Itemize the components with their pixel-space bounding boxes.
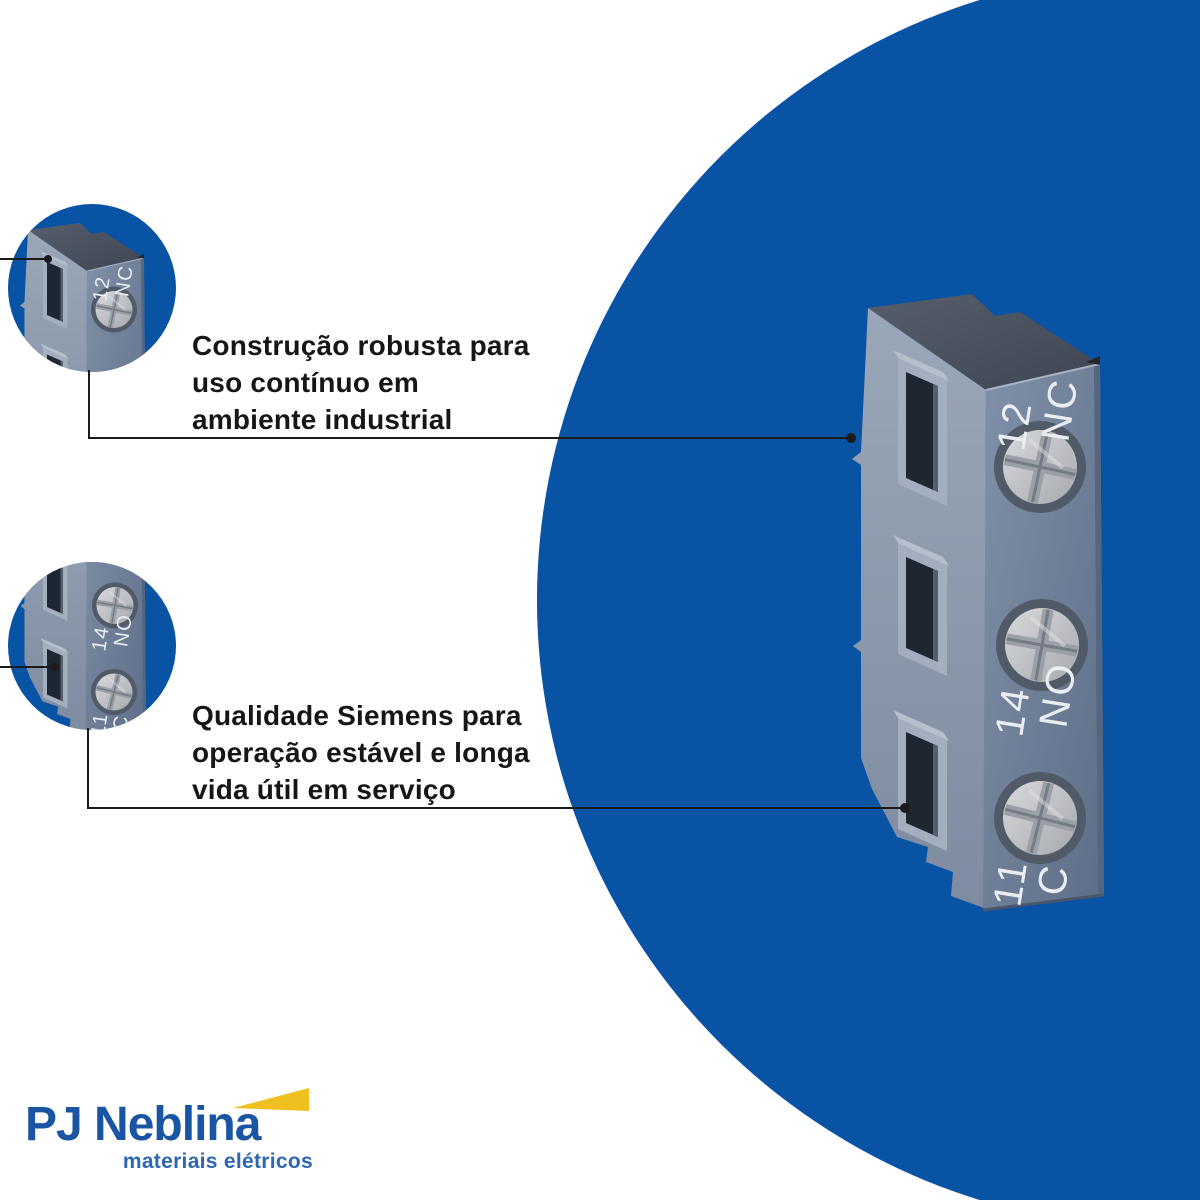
connector-dot-1 [846,433,856,443]
callout-zoom-1 [19,222,147,372]
logo: PJ Neblina materiais elétricos [25,1084,317,1188]
logo-tagline: materiais elétricos [122,1150,313,1173]
connector-line-2 [87,728,901,809]
logo-wordmark: PJ Neblina [25,1098,261,1151]
callout-pointer-dot-1 [44,255,52,263]
callout-pointer-dot-2 [51,663,59,671]
feature-text-1: Construção robusta para uso contínuo em … [192,330,530,435]
connector-line-1 [88,370,847,439]
callout-zoom-2 [19,562,147,730]
connector-dot-2 [900,803,910,813]
product-main [850,292,1106,912]
logo-wedge-icon [233,1088,309,1111]
feature-text-2: Qualidade Siemens para operação estável … [192,700,530,805]
